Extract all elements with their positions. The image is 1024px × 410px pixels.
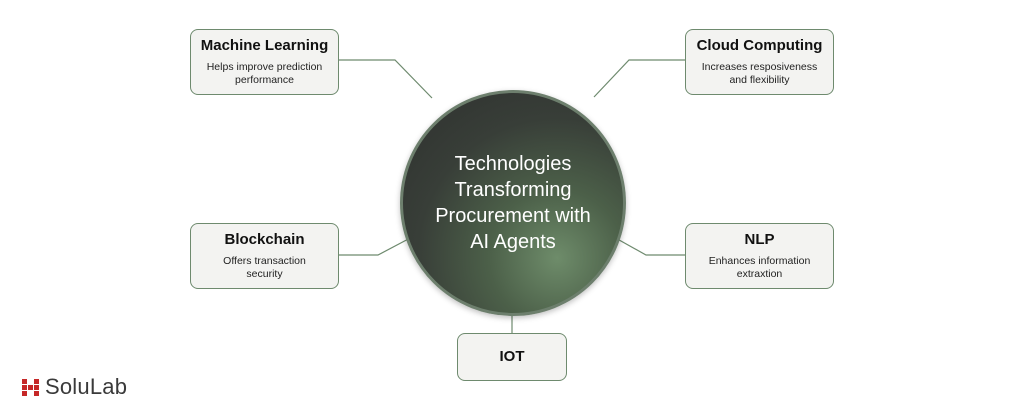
desc-line: Increases resposiveness <box>701 61 818 73</box>
desc-line: performance <box>235 74 294 86</box>
node-nlp: NLP Enhances information extraxtion <box>685 223 834 289</box>
hub-title: Technologies Transforming Procurement wi… <box>418 151 608 255</box>
logo-mark-icon <box>22 378 39 396</box>
node-title: Cloud Computing <box>696 37 823 54</box>
hub-title-line: Procurement with <box>435 205 591 227</box>
brand-logo: SoluLab <box>22 373 127 401</box>
hub-title-line: Transforming <box>454 179 572 201</box>
connector-blockchain <box>339 235 415 256</box>
connector-nlp <box>611 235 685 256</box>
node-machine-learning: Machine Learning Helps improve predictio… <box>190 29 339 95</box>
node-title: Machine Learning <box>200 37 329 54</box>
node-iot: IOT <box>457 333 567 381</box>
connector-machine-learning <box>339 59 433 99</box>
desc-line: Offers transaction <box>223 255 306 267</box>
brand-name: SoluLab <box>45 374 128 399</box>
desc-line: and flexibility <box>729 74 790 86</box>
node-title: NLP <box>744 231 775 248</box>
central-hub-circle: Technologies Transforming Procurement wi… <box>400 90 626 316</box>
connector-cloud-computing <box>593 59 685 98</box>
node-title: Blockchain <box>224 231 305 248</box>
hub-title-line: Technologies <box>454 153 572 175</box>
hub-title-line: AI Agents <box>470 231 556 253</box>
node-description: Increases resposiveness and flexibility <box>686 61 833 87</box>
node-title: IOT <box>499 348 525 365</box>
node-description: Offers transaction security <box>191 255 338 281</box>
desc-line: security <box>246 268 283 280</box>
node-description: Helps improve prediction performance <box>191 61 338 87</box>
node-cloud-computing: Cloud Computing Increases resposiveness … <box>685 29 834 95</box>
desc-line: Helps improve prediction <box>206 61 323 73</box>
node-blockchain: Blockchain Offers transaction security <box>190 223 339 289</box>
desc-line: Enhances information <box>708 255 811 267</box>
node-description: Enhances information extraxtion <box>686 255 833 281</box>
desc-line: extraxtion <box>736 268 783 280</box>
